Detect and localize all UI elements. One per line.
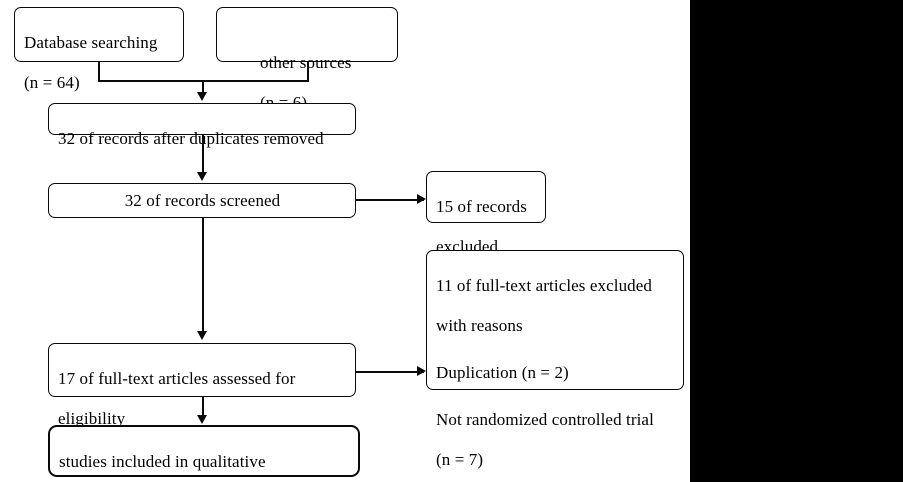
connector-stub-right xyxy=(307,62,309,82)
connector-screened-to-fulltext xyxy=(202,218,204,333)
box-database-searching: Database searching (n = 64) xyxy=(14,7,184,92)
connector-screened-to-excluded xyxy=(356,199,424,201)
records-excluded-line1: 15 of records xyxy=(436,197,527,217)
arrowhead-to-records-excluded xyxy=(417,194,426,204)
fulltext-excluded-reason-2: Not randomized controlled trial xyxy=(436,410,654,430)
fulltext-excluded-reason-2b: (n = 7) xyxy=(436,450,484,470)
arrowhead-to-included-synthesis xyxy=(197,415,207,424)
database-searching-line1: Database searching xyxy=(24,33,158,53)
fulltext-assessed-line2: eligibility xyxy=(58,409,126,429)
other-sources-line1: other sources xyxy=(260,53,352,73)
arrowhead-to-screened xyxy=(197,172,207,181)
box-duplicates-removed: 32 of records after duplicates removed xyxy=(48,103,356,148)
included-synthesis-line1: studies included in qualitative xyxy=(59,452,266,472)
duplicates-removed-label: 32 of records after duplicates removed xyxy=(58,129,324,149)
box-included-synthesis: studies included in qualitative synthesi… xyxy=(48,425,360,477)
box-other-sources: other sources (n = 6) xyxy=(216,7,398,112)
connector-duplicates-to-screened xyxy=(202,135,204,174)
records-screened-label: 32 of records screened xyxy=(124,190,281,210)
box-records-excluded: 15 of records excluded xyxy=(426,171,546,256)
arrowhead-to-fulltext-assessed xyxy=(197,331,207,340)
box-fulltext-excluded-reasons: 11 of full-text articles excluded with r… xyxy=(426,250,684,469)
arrowhead-to-fulltext-excluded xyxy=(417,366,426,376)
box-fulltext-assessed: 17 of full-text articles assessed for el… xyxy=(48,343,356,428)
fulltext-excluded-line1: 11 of full-text articles excluded xyxy=(436,276,653,296)
fulltext-assessed-line1: 17 of full-text articles assessed for xyxy=(58,369,296,389)
arrowhead-to-duplicates xyxy=(197,92,207,101)
database-searching-line2: (n = 64) xyxy=(24,73,80,93)
connector-stub-left xyxy=(98,62,100,82)
connector-fulltext-to-excluded xyxy=(356,371,424,373)
fulltext-excluded-line2: with reasons xyxy=(436,316,523,336)
box-records-screened: 32 of records screened xyxy=(48,183,356,218)
connector-fulltext-to-included xyxy=(202,397,204,419)
connector-merge-down xyxy=(202,80,204,96)
fulltext-excluded-reason-1: Duplication (n = 2) xyxy=(436,363,569,383)
diagram-sheet: Database searching (n = 64) other source… xyxy=(0,0,690,482)
